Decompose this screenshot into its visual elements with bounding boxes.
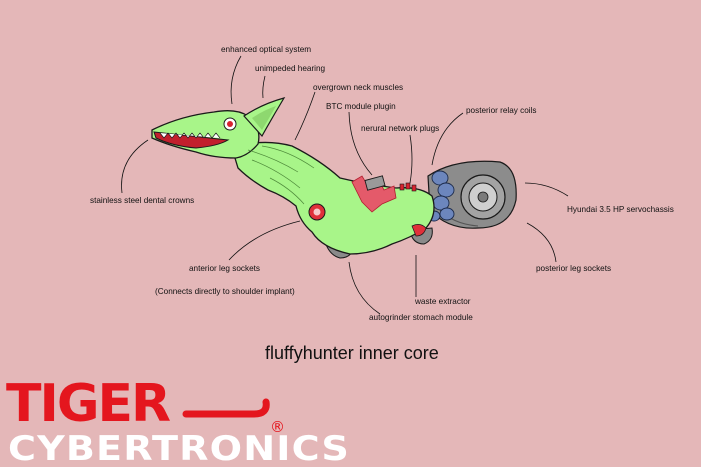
creature-body [231, 141, 435, 255]
ear-inner [252, 106, 276, 130]
optical-eye-iris [227, 121, 233, 127]
socket-core [313, 208, 321, 216]
plug [411, 184, 417, 192]
leader-neural [409, 134, 413, 184]
label-btc-module: BTC module plugin [326, 102, 396, 111]
label-neural-plugs: nerural network plugs [361, 124, 440, 133]
label-hearing: unimpeded hearing [255, 64, 326, 73]
label-dental-crowns: stainless steel dental crowns [90, 196, 195, 205]
label-optical-system: enhanced optical system [221, 45, 312, 54]
leader-lines [121, 55, 569, 315]
tiger-cybertronics-logo: TIGER ® CYBERTRONICS [6, 374, 350, 467]
plug [399, 183, 405, 191]
leader-posterior-leg [526, 222, 557, 263]
leader-stomach [348, 261, 381, 315]
leader-dental [121, 139, 149, 194]
leader-anterior [228, 220, 301, 261]
dental-crowns [159, 132, 221, 139]
chassis-shade [437, 207, 479, 227]
logo-word-cybertronics: CYBERTRONICS [8, 429, 350, 467]
muscle-line [251, 159, 301, 189]
muscle-line [261, 145, 315, 169]
label-posterior-leg-sockets: posterior leg sockets [536, 264, 612, 273]
neural-plugs [399, 182, 417, 192]
btc-module [364, 175, 386, 191]
leader-neck [294, 91, 316, 141]
label-servochassis: Hyundai 3.5 HP servochassis [567, 205, 674, 214]
coil [439, 207, 455, 221]
posterior-socket [411, 224, 427, 237]
plug [405, 182, 411, 190]
leader-optical [230, 55, 242, 105]
logo-registered-mark: ® [270, 418, 285, 436]
label-relay-coils: posterior relay coils [466, 106, 537, 115]
muscle-line [247, 149, 299, 173]
leader-relay [431, 112, 464, 166]
neck-muscles [247, 145, 315, 205]
logo-word-tiger: TIGER [6, 374, 170, 434]
chassis-wheel-hub [477, 191, 489, 203]
label-shoulder-note: (Connects directly to shoulder implant) [155, 287, 295, 296]
label-stomach-module: autogrinder stomach module [369, 313, 473, 322]
label-neck-muscles: overgrown neck muscles [313, 83, 404, 92]
leader-servo [524, 182, 569, 197]
creature [151, 97, 435, 259]
leader-hearing [262, 75, 266, 99]
label-anterior-leg-sockets: anterior leg sockets [189, 264, 260, 273]
logo-underline-hook [182, 398, 270, 418]
leader-btc [348, 111, 373, 176]
coil [437, 182, 455, 198]
label-waste-extractor: waste extractor [415, 297, 471, 306]
diagram-title: fluffyhunter inner core [265, 343, 439, 363]
muscle-line [269, 177, 305, 205]
